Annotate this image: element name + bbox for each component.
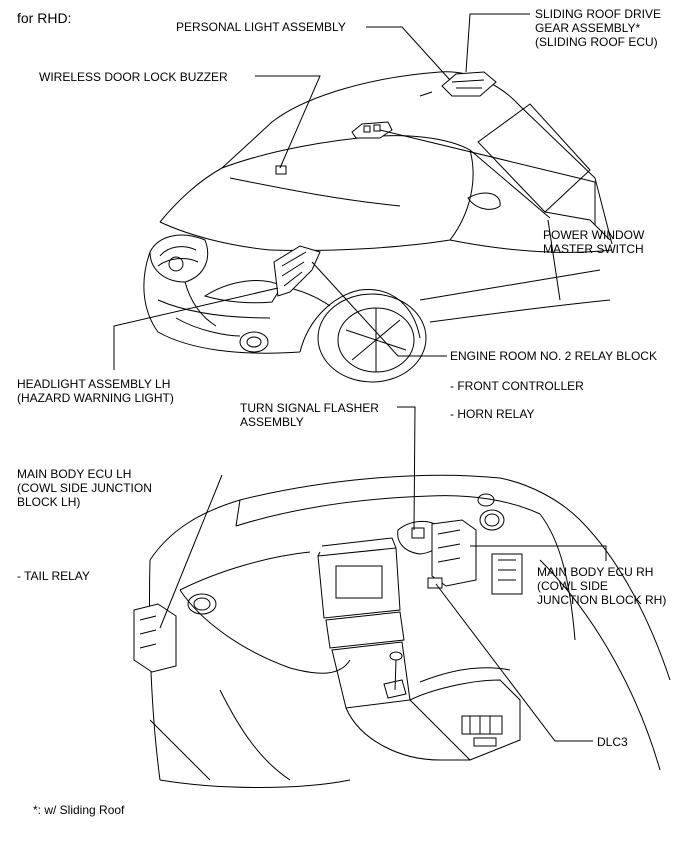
label-wireless-door-lock-buzzer: WIRELESS DOOR LOCK BUZZER	[39, 70, 228, 84]
car-exterior-drawing	[144, 72, 612, 382]
rhd-variant-heading: for RHD:	[17, 10, 72, 26]
label-dlc3: DLC3	[597, 735, 628, 749]
label-main-body-ecu-lh: MAIN BODY ECU LH (COWL SIDE JUNCTION BLO…	[17, 467, 152, 509]
label-power-window-master-switch: POWER WINDOW MASTER SWITCH	[543, 228, 645, 256]
label-tail-relay: - TAIL RELAY	[17, 569, 90, 583]
label-personal-light-assembly: PERSONAL LIGHT ASSEMBLY	[176, 20, 346, 34]
label-horn-relay: - HORN RELAY	[450, 407, 535, 421]
leader-lines	[114, 14, 606, 741]
label-front-controller: - FRONT CONTROLLER	[450, 379, 584, 393]
label-main-body-ecu-rh: MAIN BODY ECU RH (COWL SIDE JUNCTION BLO…	[537, 565, 667, 607]
interior-components	[134, 520, 476, 672]
label-sliding-roof-drive-gear: SLIDING ROOF DRIVE GEAR ASSEMBLY* (SLIDI…	[535, 7, 662, 49]
dashboard-interior-drawing	[149, 475, 670, 787]
label-turn-signal-flasher: TURN SIGNAL FLASHER ASSEMBLY	[240, 401, 379, 429]
exterior-components	[274, 72, 496, 296]
label-engine-room-relay-block: ENGINE ROOM NO. 2 RELAY BLOCK	[450, 349, 657, 363]
footnote-sliding-roof: *: w/ Sliding Roof	[33, 803, 125, 817]
label-headlight-assembly-lh: HEADLIGHT ASSEMBLY LH (HAZARD WARNING LI…	[17, 377, 174, 405]
